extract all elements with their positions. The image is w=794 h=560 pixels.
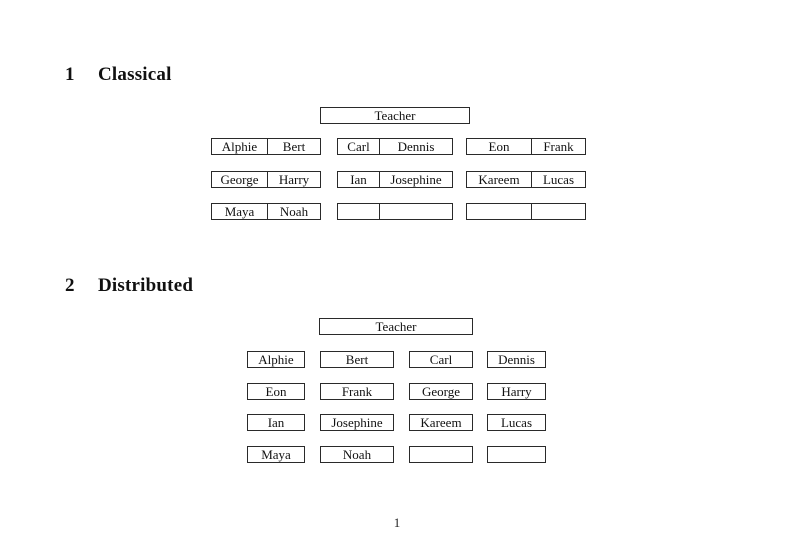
section-1-title: Classical — [98, 64, 172, 85]
student-box: George — [409, 383, 473, 400]
empty-student-box — [487, 446, 546, 463]
section-1-heading: 1 Classical — [65, 64, 172, 86]
teacher-box-classical: Teacher — [320, 107, 470, 124]
student-box: Carl — [409, 351, 473, 368]
empty-seat — [467, 204, 532, 219]
student-name: Maya — [212, 204, 268, 219]
student-box: Maya — [247, 446, 305, 463]
student-name: Alphie — [212, 139, 268, 154]
student-name: Carl — [338, 139, 380, 154]
student-name: Noah — [279, 204, 309, 219]
empty-student-box — [409, 446, 473, 463]
student-name: Ian — [338, 172, 380, 187]
section-1-number: 1 — [65, 64, 75, 85]
student-box: Harry — [487, 383, 546, 400]
section-2-heading: 2 Distributed — [65, 275, 193, 297]
desk: Carl Dennis — [337, 138, 453, 155]
empty-seat — [380, 204, 452, 219]
student-box: Alphie — [247, 351, 305, 368]
section-2-number: 2 — [65, 275, 75, 296]
student-box: Josephine — [320, 414, 394, 431]
section-2-title: Distributed — [98, 275, 194, 296]
student-name: Bert — [282, 139, 306, 154]
student-name: Josephine — [390, 172, 442, 187]
desk: Maya Noah — [211, 203, 321, 220]
student-box: Eon — [247, 383, 305, 400]
desk: Eon Frank — [466, 138, 586, 155]
page-number: 1 — [393, 515, 401, 530]
teacher-box-distributed: Teacher — [319, 318, 473, 335]
student-box: Frank — [320, 383, 394, 400]
student-name: Dennis — [397, 139, 435, 154]
student-name: George — [212, 172, 268, 187]
student-box: Ian — [247, 414, 305, 431]
empty-seat — [532, 204, 585, 219]
student-name: Eon — [467, 139, 532, 154]
student-box: Bert — [320, 351, 394, 368]
student-box: Lucas — [487, 414, 546, 431]
student-name: Frank — [543, 139, 574, 154]
student-name: Kareem — [467, 172, 532, 187]
student-box: Kareem — [409, 414, 473, 431]
student-name: Lucas — [542, 172, 575, 187]
student-name: Harry — [278, 172, 310, 187]
desk: Ian Josephine — [337, 171, 453, 188]
student-box: Noah — [320, 446, 394, 463]
desk: Kareem Lucas — [466, 171, 586, 188]
empty-desk — [466, 203, 586, 220]
student-box: Dennis — [487, 351, 546, 368]
empty-seat — [338, 204, 380, 219]
desk: Alphie Bert — [211, 138, 321, 155]
empty-desk — [337, 203, 453, 220]
desk: George Harry — [211, 171, 321, 188]
